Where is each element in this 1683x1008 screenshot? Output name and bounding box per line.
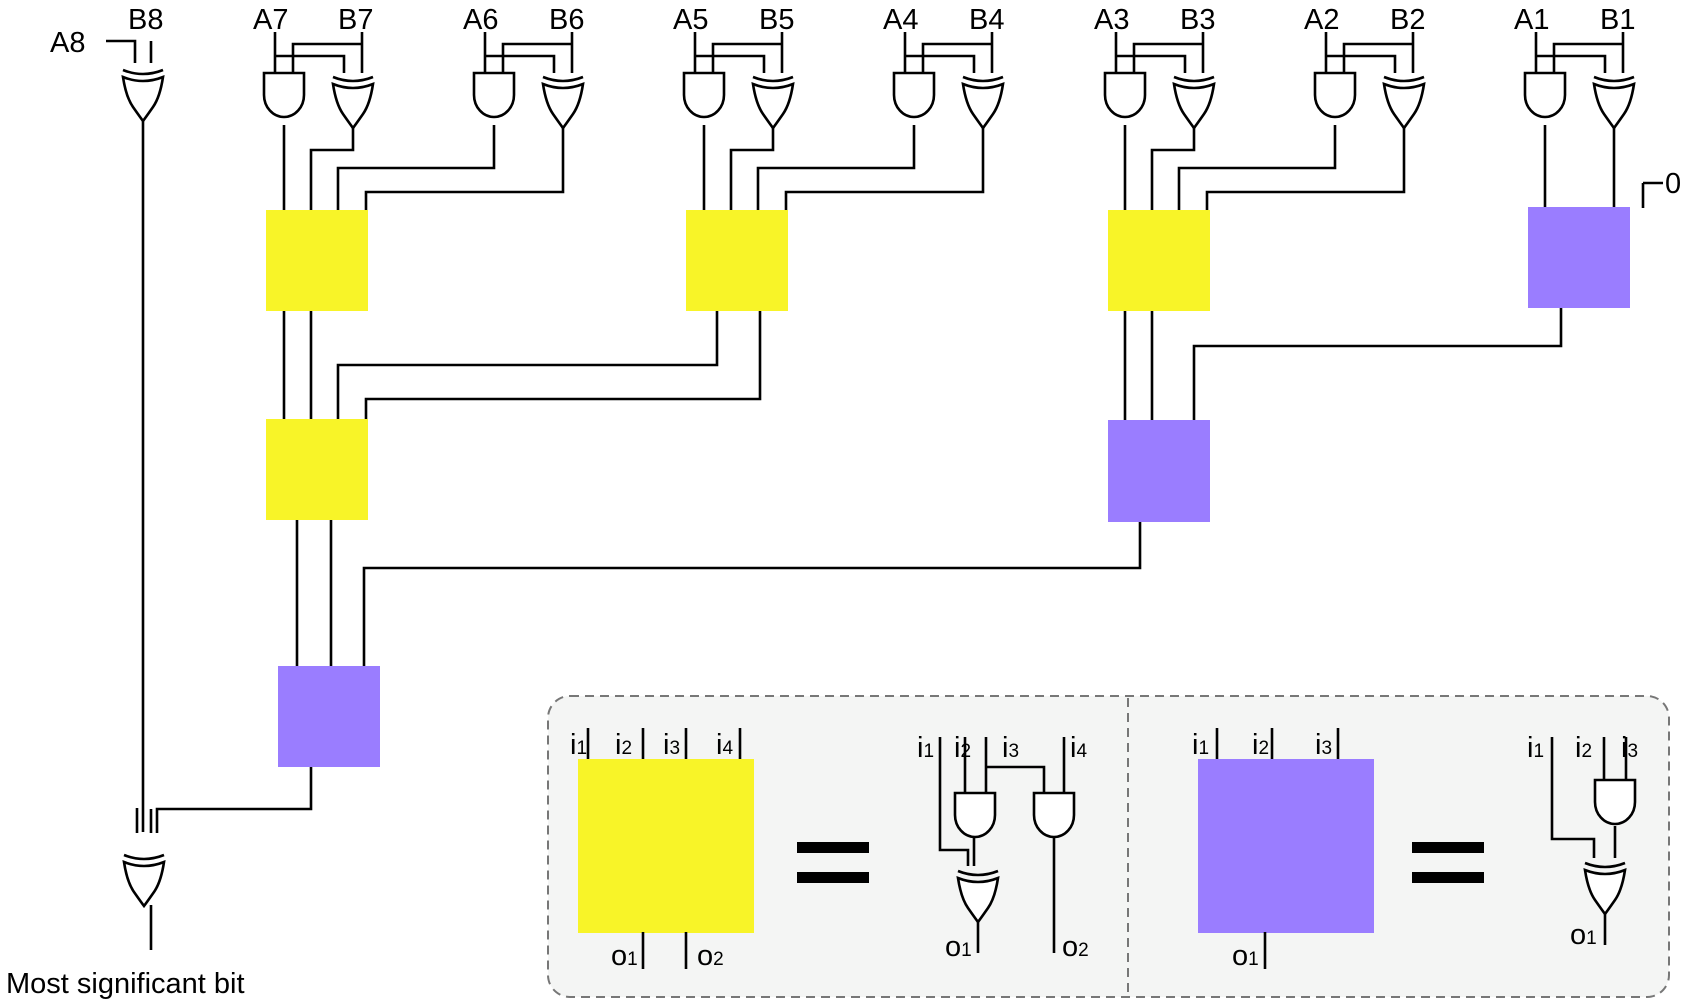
legend-purple: i1 i2 i3 o1 i1 i2 i3 o1 bbox=[1192, 728, 1638, 972]
yellow-block-l1-b bbox=[686, 210, 788, 311]
label-a8: A8 bbox=[50, 27, 85, 59]
yellow-block-l1-c bbox=[1108, 210, 1210, 311]
equals-sign-1-bottom bbox=[797, 872, 869, 883]
xor-gate-bit7 bbox=[331, 75, 375, 130]
legend-yellow-block bbox=[578, 759, 754, 933]
equals-sign-1-top bbox=[797, 842, 869, 853]
svg-text:i1: i1 bbox=[1192, 729, 1209, 761]
label-carry-in: 0 bbox=[1665, 168, 1681, 200]
legend-and-gate-2 bbox=[1032, 791, 1076, 839]
xor-gate-bit6 bbox=[541, 75, 585, 130]
xor-gate-bit8 bbox=[121, 68, 165, 123]
svg-text:o1: o1 bbox=[945, 931, 972, 963]
output-label: Most significant bit bbox=[6, 968, 245, 1000]
svg-text:o1: o1 bbox=[1232, 940, 1259, 972]
prefix-blocks bbox=[266, 207, 1630, 767]
label-a7: A7 bbox=[253, 4, 288, 36]
label-b5: B5 bbox=[759, 4, 794, 36]
label-b4: B4 bbox=[969, 4, 1004, 36]
purple-block-l2 bbox=[1108, 420, 1210, 522]
label-b3: B3 bbox=[1180, 4, 1215, 36]
label-a3: A3 bbox=[1094, 4, 1129, 36]
label-a2: A2 bbox=[1304, 4, 1339, 36]
label-b8: B8 bbox=[128, 4, 163, 36]
xor-gate-bit4 bbox=[961, 75, 1005, 130]
and-gate-bit7 bbox=[262, 71, 306, 119]
and-gate-bit3 bbox=[1103, 71, 1147, 119]
svg-text:o2: o2 bbox=[1062, 931, 1089, 963]
main-wires bbox=[106, 32, 1663, 950]
and-gate-bit2 bbox=[1313, 71, 1357, 119]
label-b1: B1 bbox=[1600, 4, 1635, 36]
legend-purple-block bbox=[1198, 759, 1374, 933]
svg-text:i2: i2 bbox=[615, 729, 632, 761]
svg-text:i3: i3 bbox=[1621, 732, 1638, 764]
svg-text:i4: i4 bbox=[1070, 732, 1087, 764]
svg-text:i1: i1 bbox=[917, 732, 934, 764]
legend-and-gate-1 bbox=[953, 791, 997, 839]
and-gate-bit4 bbox=[892, 71, 936, 119]
label-a4: A4 bbox=[883, 4, 918, 36]
legend-yellow: i1 i2 i3 i4 o1 o2 i1 i2 i3 i4 o1 o bbox=[570, 728, 1089, 972]
svg-text:i1: i1 bbox=[570, 729, 587, 761]
and-gate-bit1 bbox=[1523, 71, 1567, 119]
purple-block-l3 bbox=[278, 666, 380, 767]
svg-text:o1: o1 bbox=[1570, 919, 1597, 951]
svg-text:o1: o1 bbox=[611, 940, 638, 972]
legend-purple-and-gate bbox=[1593, 778, 1637, 826]
label-a6: A6 bbox=[463, 4, 498, 36]
purple-block-l1 bbox=[1528, 207, 1630, 308]
xor-gate-bit1 bbox=[1592, 75, 1636, 130]
svg-text:i2: i2 bbox=[1252, 729, 1269, 761]
and-gate-bit6 bbox=[472, 71, 516, 119]
label-b7: B7 bbox=[338, 4, 373, 36]
input-labels: A8 B8 A7 B7 A6 B6 A5 B5 A4 B4 A3 B3 A2 B… bbox=[50, 4, 1681, 200]
yellow-block-l1-a bbox=[266, 210, 368, 311]
svg-text:o2: o2 bbox=[697, 940, 724, 972]
xor-gate-bit3 bbox=[1172, 75, 1216, 130]
svg-text:i2: i2 bbox=[1575, 732, 1592, 764]
xor-gate-msb bbox=[122, 853, 166, 908]
equals-sign-2-bottom bbox=[1412, 872, 1484, 883]
label-a1: A1 bbox=[1514, 4, 1549, 36]
label-b2: B2 bbox=[1390, 4, 1425, 36]
label-a5: A5 bbox=[673, 4, 708, 36]
svg-text:i2: i2 bbox=[954, 732, 971, 764]
equals-sign-2-top bbox=[1412, 842, 1484, 853]
svg-text:i4: i4 bbox=[716, 729, 733, 761]
label-b6: B6 bbox=[549, 4, 584, 36]
svg-text:i1: i1 bbox=[1527, 732, 1544, 764]
xor-gate-bit2 bbox=[1382, 75, 1426, 130]
svg-text:i3: i3 bbox=[1315, 729, 1332, 761]
svg-text:i3: i3 bbox=[1002, 732, 1019, 764]
legend: i1 i2 i3 i4 o1 o2 i1 i2 i3 i4 o1 o bbox=[547, 695, 1670, 998]
xor-gate-bit5 bbox=[751, 75, 795, 130]
and-gate-bit5 bbox=[682, 71, 726, 119]
legend-panel bbox=[547, 695, 1670, 998]
svg-text:i3: i3 bbox=[663, 729, 680, 761]
yellow-block-l2 bbox=[266, 419, 368, 520]
